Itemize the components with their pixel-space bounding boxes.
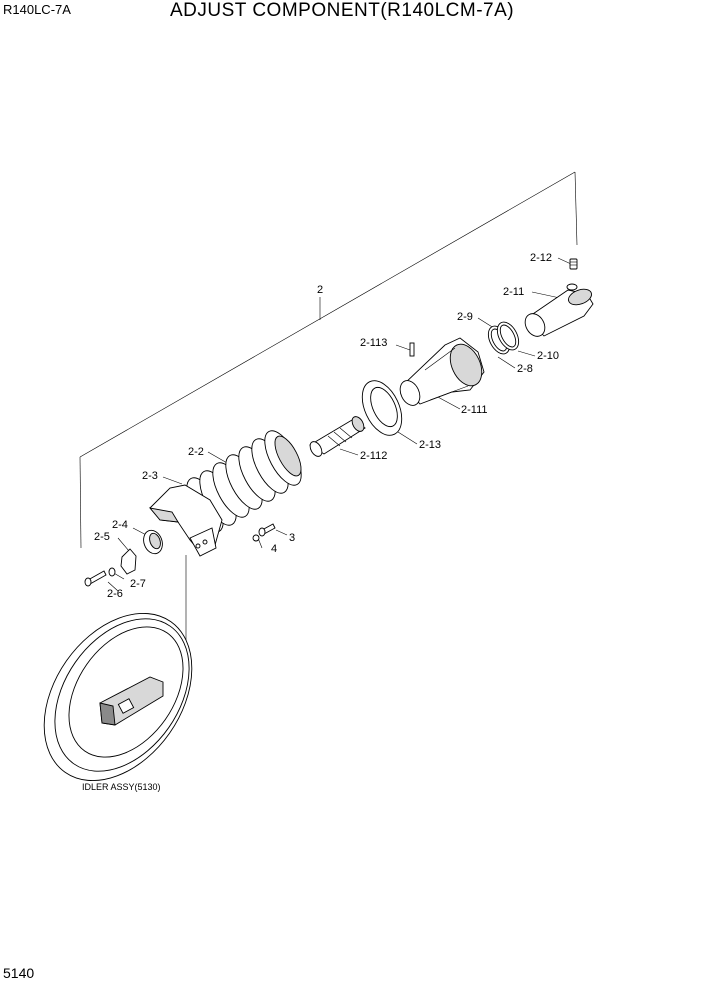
callout-2-4: 2-4: [112, 519, 128, 531]
washer-2-13: [361, 380, 403, 436]
callout-2-111: 2-111: [461, 404, 488, 416]
idler-wheel: [43, 612, 193, 782]
bolt-3-washer-4: [252, 523, 276, 542]
callout-2-9: 2-9: [457, 311, 473, 323]
callout-2-6: 2-6: [107, 588, 123, 600]
yoke-2-3: [148, 484, 223, 557]
callout-2-12: 2-12: [530, 252, 552, 264]
callout-2-10: 2-10: [537, 350, 559, 362]
callout-2-113: 2-113: [360, 337, 387, 349]
callout-2-112: 2-112: [360, 450, 387, 462]
callout-4: 4: [271, 543, 277, 555]
callout-2-11: 2-11: [503, 286, 524, 298]
rings-2-9-2-10: [487, 321, 520, 355]
page-number: 5140: [3, 965, 35, 981]
grease-fitting-2-12: [569, 258, 578, 270]
leader-lines: [107, 257, 572, 592]
callout-3: 3: [289, 532, 295, 544]
cylinder-2-11: [524, 283, 594, 337]
callout-2-2: 2-2: [188, 446, 204, 458]
rod-2-112: [309, 416, 366, 457]
callout-labels: 2 2-12 2-11 2-9 2-10 2-8 2-113 2-111 2-1…: [82, 252, 559, 792]
pin-2-113: [409, 342, 415, 357]
page-title: ADJUST COMPONENT(R140LCM-7A): [170, 0, 515, 21]
callout-2-13: 2-13: [419, 439, 441, 451]
assembly-bracket: [79, 171, 578, 690]
idler-assy-caption: IDLER ASSY(5130): [82, 782, 161, 792]
bolt-2-6-washer-2-7: [84, 567, 116, 587]
plate-2-5: [120, 548, 137, 575]
holder-2-111: [399, 337, 485, 406]
model-code: R140LC-7A: [3, 2, 71, 17]
callout-2-7: 2-7: [130, 578, 146, 590]
nut-2-4: [143, 529, 163, 555]
callout-2: 2: [317, 284, 323, 296]
callout-2-5: 2-5: [94, 531, 110, 543]
callout-2-3: 2-3: [142, 470, 158, 482]
callout-2-8: 2-8: [517, 363, 533, 375]
